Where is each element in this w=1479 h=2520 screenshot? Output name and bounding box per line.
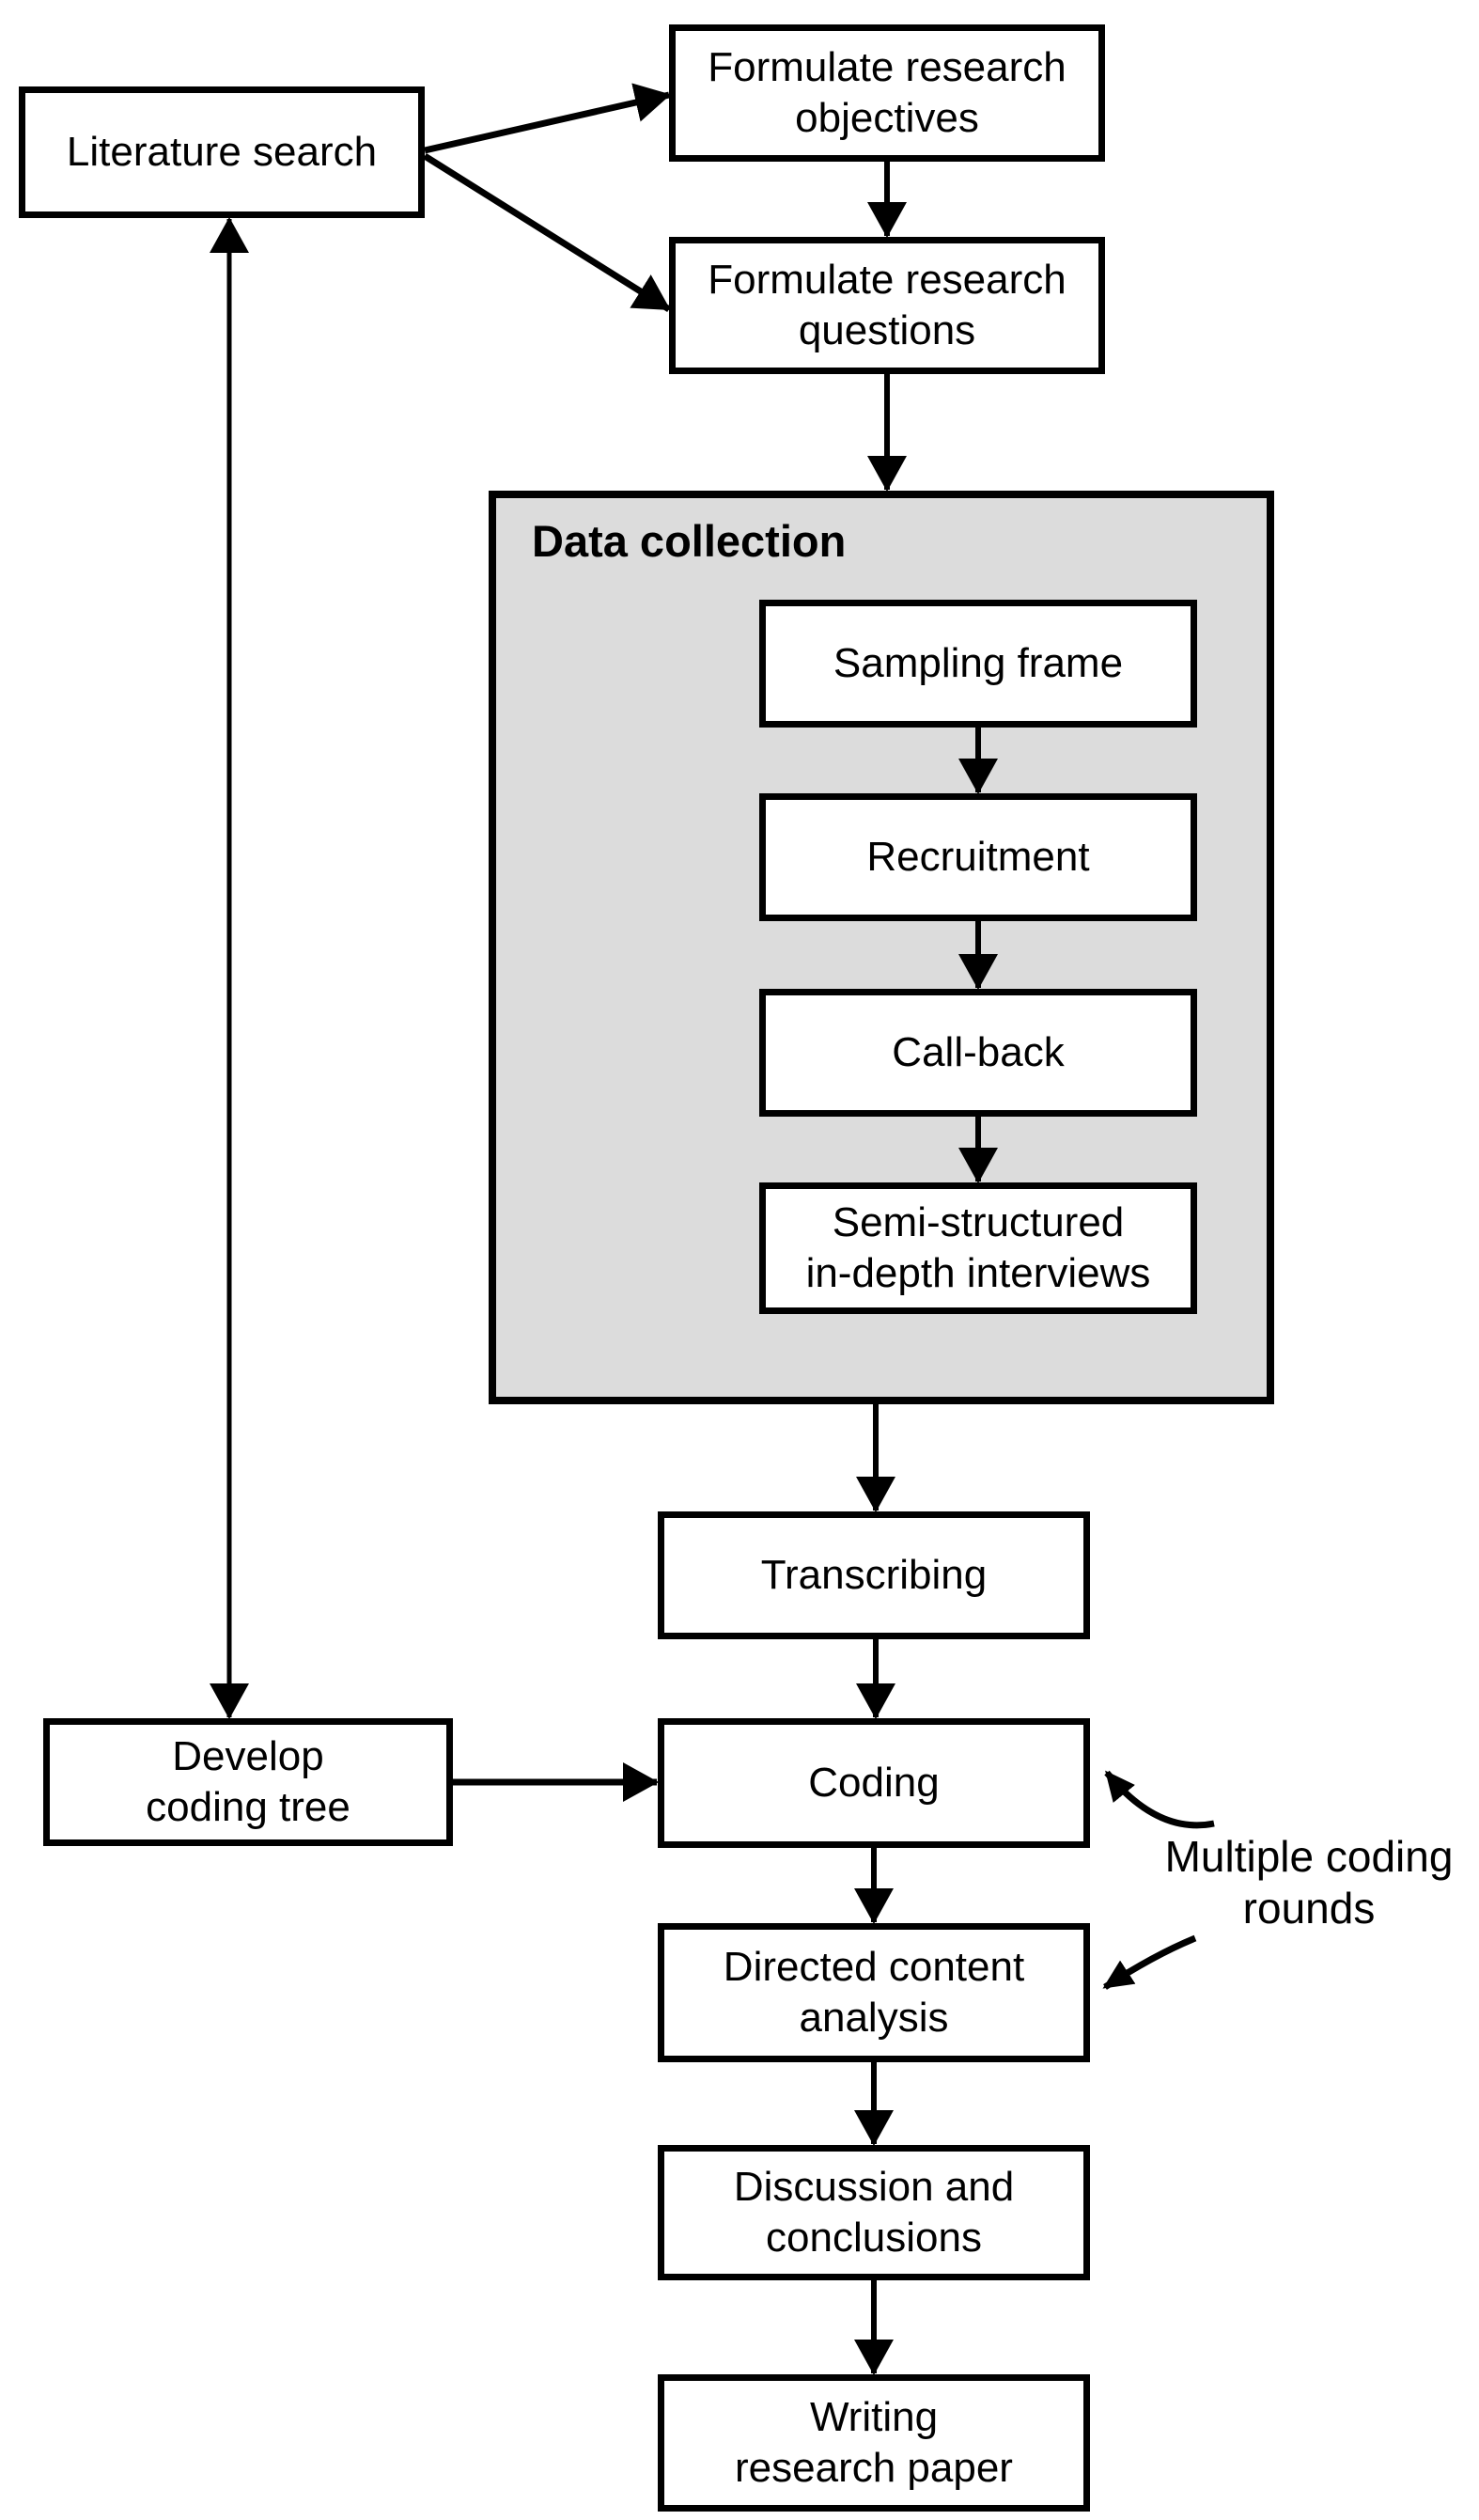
node-recruitment-label: Recruitment — [866, 834, 1090, 881]
node-formulate-questions-line2: questions — [798, 307, 976, 353]
node-semi-structured-line2: in-depth interviews — [805, 1250, 1151, 1296]
node-formulate-objectives-line1: Formulate research — [708, 44, 1066, 91]
node-literature-search-label: Literature search — [66, 129, 378, 176]
node-transcribing-label: Transcribing — [760, 1552, 988, 1599]
node-semi-structured-interviews: Semi-structured in-depth interviews — [759, 1182, 1197, 1314]
edge-literature-search-to-formulate-objectives — [424, 83, 671, 154]
annotation-multiple-coding-rounds-line1: Multiple coding — [1164, 1832, 1454, 1881]
node-recruitment: Recruitment — [759, 793, 1197, 921]
node-transcribing: Transcribing — [658, 1511, 1090, 1639]
node-develop-coding-tree-line2: coding tree — [146, 1784, 350, 1830]
node-writing-research-paper-line1: Writing — [809, 2394, 939, 2441]
node-literature-search: Literature search — [19, 86, 425, 218]
node-formulate-objectives-line2: objectives — [795, 95, 979, 141]
node-call-back: Call-back — [759, 989, 1197, 1117]
node-formulate-objectives: Formulate research objectives — [669, 24, 1105, 162]
edge-literature-search-to-formulate-questions — [423, 153, 671, 312]
node-coding-label: Coding — [808, 1760, 940, 1807]
node-sampling-frame-label: Sampling frame — [833, 640, 1124, 687]
node-sampling-frame: Sampling frame — [759, 600, 1197, 728]
node-formulate-questions-line1: Formulate research — [708, 257, 1066, 304]
annotation-multiple-coding-rounds: Multiple coding rounds — [1124, 1831, 1479, 1934]
node-writing-research-paper: Writing research paper — [658, 2374, 1090, 2512]
annotation-multiple-coding-rounds-line2: rounds — [1242, 1884, 1376, 1933]
node-discussion-conclusions: Discussion and conclusions — [658, 2145, 1090, 2280]
node-formulate-questions: Formulate research questions — [669, 237, 1105, 374]
node-develop-coding-tree: Develop coding tree — [43, 1718, 453, 1846]
node-directed-content-analysis-line2: analysis — [799, 1995, 949, 2041]
node-coding: Coding — [658, 1718, 1090, 1848]
edge-multiple-coding-rounds-to-coding — [1104, 1770, 1215, 1829]
node-develop-coding-tree-line1: Develop — [172, 1733, 324, 1780]
node-discussion-conclusions-line2: conclusions — [766, 2215, 982, 2261]
node-semi-structured-line1: Semi-structured — [832, 1199, 1125, 1246]
node-directed-content-analysis-line1: Directed content — [723, 1944, 1025, 1991]
edge-multiple-coding-rounds-to-directed-content-analysis — [1102, 1934, 1197, 1990]
node-call-back-label: Call-back — [892, 1029, 1065, 1076]
node-directed-content-analysis: Directed content analysis — [658, 1923, 1090, 2062]
node-writing-research-paper-line2: research paper — [735, 2445, 1013, 2491]
group-data-collection-label: Data collection — [532, 516, 847, 566]
node-discussion-conclusions-line1: Discussion and — [733, 2164, 1015, 2211]
